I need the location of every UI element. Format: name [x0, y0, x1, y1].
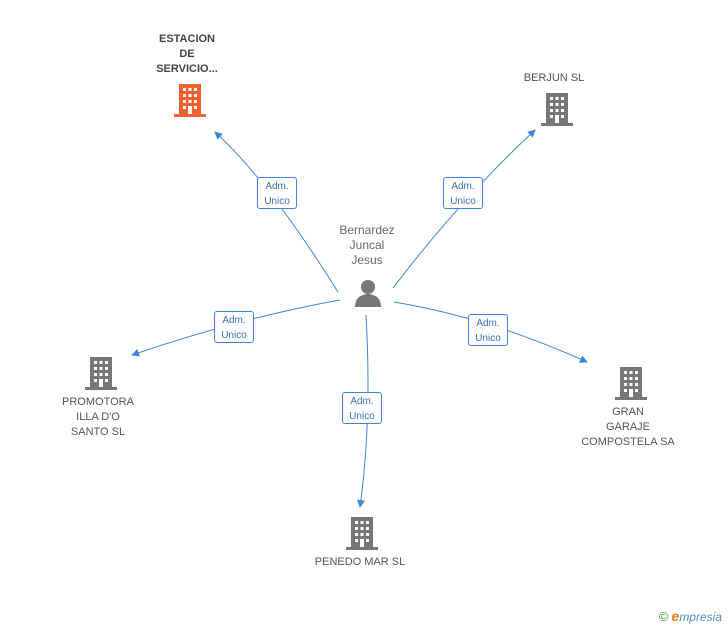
relation-role-detail: Unico — [475, 333, 501, 344]
relation-role-detail: Unico — [349, 411, 375, 422]
brand-first-letter: e — [671, 608, 680, 624]
edge-estacion — [214, 131, 339, 293]
edge-berjun — [392, 129, 536, 289]
relation-role-detail: Unico — [221, 330, 247, 341]
relation-badge-berjun[interactable]: Adm. Unico — [443, 177, 483, 209]
company-label-penedo[interactable]: PENEDO MAR SL — [314, 556, 406, 568]
brand-logo[interactable]: ©empresia — [659, 608, 722, 624]
relation-role-detail: Unico — [450, 196, 476, 207]
building-icon-estacion[interactable] — [174, 84, 206, 117]
relation-badge-estacion[interactable]: Adm. Unico — [257, 177, 297, 209]
relation-badge-promotora[interactable]: Adm. Unico — [214, 311, 254, 343]
company-label-estacion[interactable]: ESTACION DE SERVICIO... — [156, 33, 218, 75]
relation-role-detail: Unico — [264, 196, 290, 207]
brand-name: mpresia — [679, 610, 722, 624]
building-icon-penedo[interactable] — [346, 517, 378, 550]
building-icon-berjun[interactable] — [541, 93, 573, 126]
building-icon-garaje[interactable] — [615, 367, 647, 400]
relation-badge-garaje[interactable]: Adm. Unico — [468, 314, 508, 346]
person-icon[interactable] — [355, 280, 381, 307]
copyright-icon: © — [658, 609, 669, 624]
relation-role: Adm. — [451, 181, 475, 192]
company-label-berjun[interactable]: BERJUN SL — [523, 72, 585, 84]
building-icon-promotora[interactable] — [85, 357, 117, 390]
company-label-promotora[interactable]: PROMOTORA ILLA D'O SANTO SL — [62, 396, 134, 438]
relation-role: Adm. — [265, 181, 289, 192]
relation-role: Adm. — [222, 315, 246, 326]
company-label-garaje[interactable]: GRAN GARAJE COMPOSTELA SA — [581, 406, 675, 448]
relation-role: Adm. — [350, 396, 374, 407]
relation-role: Adm. — [476, 318, 500, 329]
person-label[interactable]: Bernardez Juncal Jesus — [339, 223, 395, 267]
relation-badge-penedo[interactable]: Adm. Unico — [342, 392, 382, 424]
